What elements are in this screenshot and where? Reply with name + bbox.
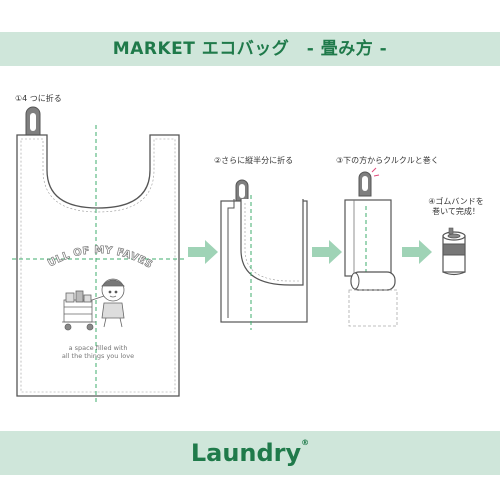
header-band bbox=[0, 32, 500, 66]
registered-mark: ® bbox=[301, 438, 310, 447]
step-4-completed-roll bbox=[442, 227, 466, 276]
arrow-right-icon bbox=[312, 240, 342, 264]
bag-unrolled-area bbox=[348, 289, 398, 327]
bag-front-fold bbox=[240, 199, 304, 286]
bag-print-tagline-2: all the things you love bbox=[62, 352, 134, 360]
bag-loop-tab bbox=[448, 227, 454, 235]
bag-seam bbox=[20, 138, 176, 393]
bag-loop-hole bbox=[362, 176, 368, 191]
step-4-label: ④ゴムバンドを 巻いて完成！ bbox=[420, 197, 492, 217]
footer-band bbox=[0, 431, 500, 475]
motion-mark-icon bbox=[371, 167, 380, 177]
step-1-flat-bag: FULL OF MY FAVES. bbox=[0, 0, 184, 402]
arrow-right-icon bbox=[188, 240, 218, 264]
step-1-label: ①4 つに折る bbox=[15, 94, 62, 103]
bag-outline bbox=[16, 134, 180, 397]
brand-name: Laundry bbox=[190, 439, 302, 467]
arrow-right-icon bbox=[402, 240, 432, 264]
rubber-band bbox=[442, 243, 466, 256]
step-4-label-line1: ④ゴムバンドを bbox=[428, 197, 484, 206]
step-4-label-line2: 巻いて完成！ bbox=[432, 207, 480, 216]
step-3-label: ③下の方からクルクルと巻く bbox=[336, 156, 439, 165]
shopping-cart-character-icon bbox=[62, 278, 125, 331]
step-2-folded-bag bbox=[220, 179, 308, 330]
step-3-rolling-bag bbox=[344, 167, 398, 327]
bag-loop-hole bbox=[239, 184, 245, 198]
brand-logo: Laundry® bbox=[0, 431, 500, 475]
bag-strip bbox=[344, 199, 392, 277]
bag-loop-hole bbox=[30, 113, 36, 131]
step-2-label: ②さらに縦半分に折る bbox=[214, 156, 294, 165]
bag-print-tagline-1: a space filled with bbox=[69, 344, 128, 352]
page-title: MARKET エコバッグ - 畳み方 - bbox=[112, 39, 388, 59]
